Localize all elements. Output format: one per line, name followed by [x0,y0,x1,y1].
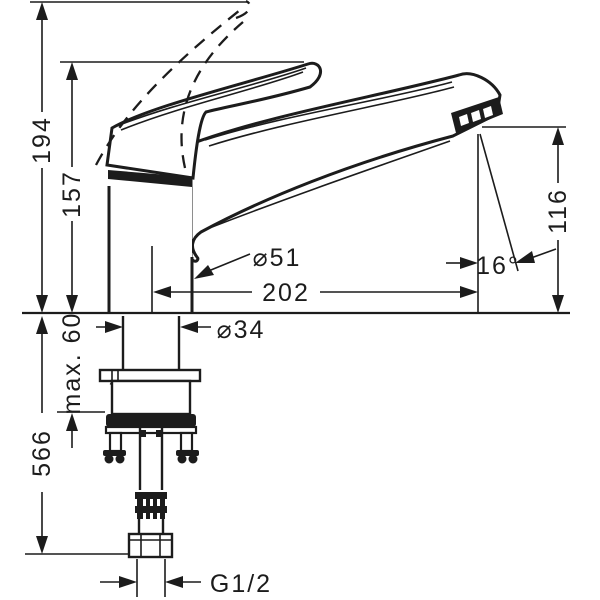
foot-ball [104,454,114,464]
raised-handle-dashed-arc [94,9,241,166]
dim-outlet-angle-label: 16° [476,252,520,280]
faucet-spout-outline [189,72,502,263]
leader-arrow [194,265,214,279]
dim-spout-base-height-label: 157 [58,170,86,218]
leader-line [205,253,251,273]
hex-nut-facets [129,534,172,557]
arrow-left [165,576,183,588]
handle-highlight-line [120,71,304,131]
dim-max-thickness-label: max. 60 [58,312,86,415]
dim-spout-reach: 202 [153,279,478,307]
arrow-up [36,2,48,20]
dim-spout-reach-label: 202 [262,279,310,307]
tube-tab [140,430,146,437]
dim-outlet-height-label: 116 [544,188,572,234]
arrow-up [66,413,78,431]
supply-tube [138,427,164,490]
bracket-leg-left [108,431,123,453]
handle-joint-shadow [108,170,192,187]
mounting-nut [106,414,196,427]
escutcheon-step-lines [111,370,119,381]
arrow-down [36,536,48,554]
braid-slit [143,513,146,519]
arrow-left [153,286,171,298]
spout-highlight-line [208,86,455,147]
hose-crimp [135,506,167,513]
arrow-right [105,321,123,333]
dim-thread-size: G1/2 [100,570,272,598]
foot-ball [115,454,125,464]
aerator-slot [459,114,469,126]
tube-tab [156,430,162,437]
bracket-leg-right [179,431,194,453]
faucet-body-column [109,183,192,313]
mounting-hardware [98,316,202,559]
arrow-up [66,62,78,80]
bracket-bar [104,425,198,435]
faucet-handle-outline [105,61,322,180]
arrow-down [552,295,564,313]
dim-shaft-diameter-label: ⌀34 [217,316,266,344]
braid-slit [150,499,153,506]
arrow-down [36,295,48,313]
dim-spout-base-height: 157 [58,62,86,313]
bracket-foot-right [176,450,199,456]
raised-handle-dashed-arc [180,21,244,169]
arrow-up [552,127,564,145]
dim-outlet-height: 116 [544,127,572,313]
dim-total-height-label: 194 [28,116,56,164]
arrow-tail-right [530,248,557,259]
arrow-right [119,576,137,588]
arrow-right [460,257,478,269]
braid-slit [143,499,146,506]
base-escutcheon [98,368,202,383]
foot-ball [177,454,187,464]
dim-thread-size-label: G1/2 [210,570,272,598]
arrow-left [180,321,198,333]
raised-handle-dashed-tip [235,0,252,20]
dim-outlet-angle: 16° [446,248,557,280]
arrow-down [66,295,78,313]
aerator-slot [471,110,481,122]
spout-highlight-line [204,81,453,141]
hose-tail [137,519,165,534]
connector-hex-nut [127,532,174,559]
foot-ball [188,454,198,464]
stream-angle-line [479,133,519,272]
arrow-left-down [515,251,535,263]
faucet-above-counter [94,0,503,313]
handle-highlight-line [116,67,307,127]
bracket-foot-left [103,450,126,456]
dim-connection-length: 566 [28,316,56,554]
dim-body-diameter-label: ⌀51 [253,244,302,272]
arrow-right [460,286,478,298]
hose-crimp [135,492,167,499]
dim-max-thickness: max. 60 [58,312,86,448]
dim-body-diameter: ⌀51 [194,244,302,279]
spout-underside-highlight [211,140,451,228]
dim-shaft-diameter: ⌀34 [96,316,266,344]
mounting-shaft [121,316,181,370]
braid-slit [157,513,160,519]
dimension-annotations: 194 157 max. 60 566 116 [25,1,572,598]
dim-total-height: 194 [28,2,56,313]
aerator-slot [483,106,493,118]
mounting-body [110,379,192,416]
dim-connection-length-label: 566 [28,429,56,477]
braid-slit [157,499,160,506]
arrow-up [36,316,48,334]
braid-slit [150,513,153,519]
